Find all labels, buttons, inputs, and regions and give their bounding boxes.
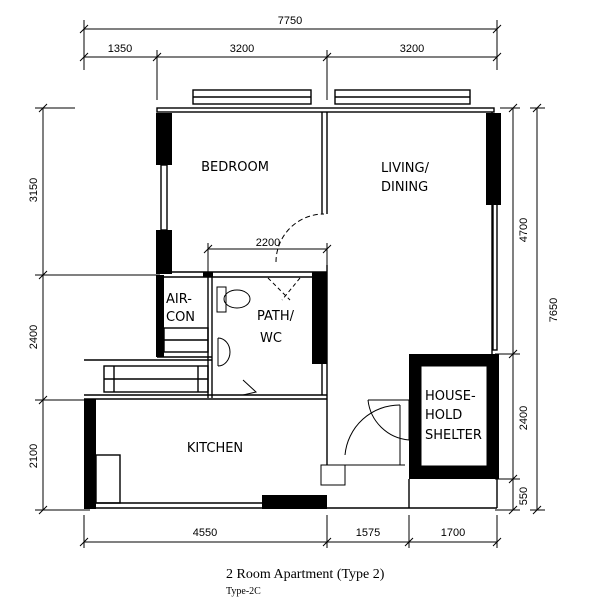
room-label-bath-2: WC bbox=[260, 331, 282, 346]
room-label-aircon-1: AIR- bbox=[166, 292, 192, 307]
room-label-bath-1: PATH/ bbox=[257, 309, 295, 324]
room-label-aircon-2: CON bbox=[166, 310, 195, 325]
dim-top-total: 7750 bbox=[278, 15, 302, 27]
room-label-shelter-2: HOLD bbox=[425, 408, 462, 423]
dim-left-2: 2400 bbox=[28, 325, 40, 349]
room-label-bedroom: BEDROOM bbox=[201, 160, 269, 175]
dim-right-3: 550 bbox=[518, 487, 530, 505]
dim-right-2: 2400 bbox=[518, 406, 530, 430]
dimension-lines bbox=[35, 20, 545, 548]
room-label-living-2: DINING bbox=[381, 180, 428, 195]
walls bbox=[84, 89, 501, 509]
room-label-shelter-3: SHELTER bbox=[425, 428, 482, 443]
room-label-kitchen: KITCHEN bbox=[187, 441, 243, 456]
dim-top-seg-1: 1350 bbox=[108, 43, 132, 55]
dim-right-total: 7650 bbox=[548, 298, 560, 322]
dim-top-seg-3: 3200 bbox=[400, 43, 424, 55]
dim-right-1: 4700 bbox=[518, 218, 530, 242]
dim-left-1: 3150 bbox=[28, 178, 40, 202]
dim-bottom-1: 4550 bbox=[193, 527, 217, 539]
room-label-living-1: LIVING/ bbox=[381, 161, 430, 176]
plan-subtitle: Type-2C bbox=[226, 586, 261, 597]
dim-inner-corridor: 2200 bbox=[256, 237, 280, 249]
plan-title: 2 Room Apartment (Type 2) bbox=[226, 567, 385, 582]
dim-bottom-2: 1575 bbox=[356, 527, 380, 539]
fixtures bbox=[216, 213, 422, 486]
room-label-shelter-1: HOUSE- bbox=[425, 389, 476, 404]
dim-top-seg-2: 3200 bbox=[230, 43, 254, 55]
dim-bottom-3: 1700 bbox=[441, 527, 465, 539]
dim-left-3: 2100 bbox=[28, 444, 40, 468]
